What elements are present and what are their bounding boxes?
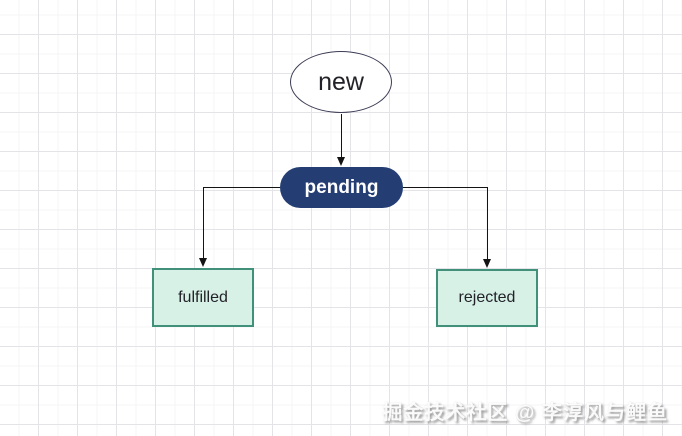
node-rejected: rejected: [436, 269, 538, 327]
node-rejected-label: rejected: [458, 289, 516, 306]
edge-line: [203, 186, 280, 188]
node-new-label: new: [318, 67, 364, 96]
node-fulfilled: fulfilled: [152, 268, 254, 327]
arrowhead-down-icon: [482, 259, 491, 268]
node-pending-label: pending: [304, 176, 379, 198]
edge-line: [340, 114, 342, 159]
arrowhead-down-icon: [336, 157, 345, 166]
node-fulfilled-label: fulfilled: [178, 288, 228, 306]
edge-line: [403, 186, 487, 188]
edge-line: [486, 186, 488, 260]
watermark: 掘金技术社区 @ 李淳风与鲤鱼: [382, 402, 668, 424]
node-pending: pending: [280, 167, 403, 208]
arrowhead-down-icon: [198, 258, 207, 267]
node-new: new: [290, 51, 392, 113]
edge-line: [202, 186, 204, 259]
